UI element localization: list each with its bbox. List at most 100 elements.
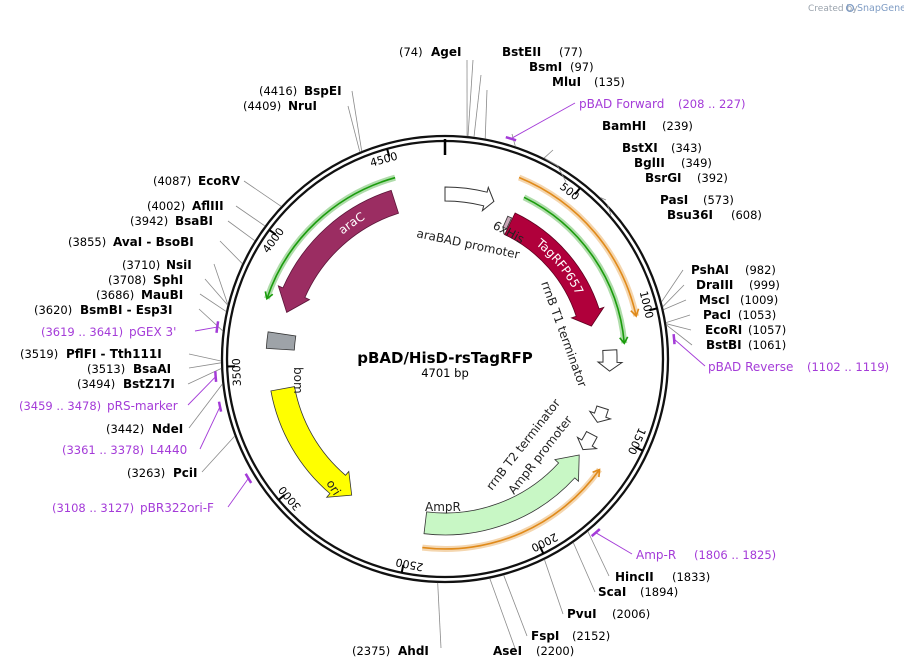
primer-site[interactable] — [244, 473, 253, 484]
feature-TagRFP657[interactable] — [504, 212, 605, 327]
enzyme-name[interactable]: AflIII — [192, 199, 224, 213]
enzyme-name[interactable]: BsmBI - Esp3I — [80, 303, 172, 317]
enzyme-name[interactable]: DraIII — [696, 278, 733, 292]
enzyme-name[interactable]: BsrGI — [645, 171, 682, 185]
primer-name[interactable]: pBR322ori-F — [140, 501, 214, 515]
enzyme-name[interactable]: HincII — [615, 570, 654, 584]
enzyme-pos: (135) — [594, 75, 625, 89]
enzyme-name[interactable]: EcoRV — [198, 174, 241, 188]
feature-AmpR[interactable] — [423, 454, 580, 536]
enzyme-name[interactable]: BstZ17I — [123, 377, 175, 391]
leader-line — [347, 105, 361, 152]
scale-tick — [635, 446, 644, 452]
feature-label-AmpR: AmpR — [425, 500, 461, 514]
leader-line — [587, 531, 610, 577]
enzyme-pos: (3442) — [106, 422, 144, 436]
primer-name[interactable]: pBAD Reverse — [708, 360, 793, 374]
orf-tagrfp-arrowhead — [619, 336, 629, 345]
enzyme-name[interactable]: PshAI — [691, 263, 729, 277]
enzyme-name[interactable]: NdeI — [152, 422, 183, 436]
leader-line — [503, 575, 528, 637]
enzyme-name[interactable]: BsaBI — [175, 214, 213, 228]
enzyme-pos: (3708) — [108, 273, 146, 287]
enzyme-name[interactable]: ScaI — [598, 585, 626, 599]
enzyme-name[interactable]: Bsu36I — [667, 208, 713, 222]
leader-line — [556, 164, 567, 183]
primer-name[interactable]: pRS-marker — [107, 399, 178, 413]
label-leader-lines — [187, 59, 693, 652]
enzyme-name[interactable]: EcoRI — [705, 323, 742, 337]
leader-line — [662, 284, 685, 307]
primer-name[interactable]: pGEX 3' — [129, 325, 176, 339]
orf-tagrfp[interactable] — [523, 196, 626, 344]
enzyme-name[interactable]: MauBI — [141, 288, 183, 302]
leader-line — [201, 435, 235, 473]
orf-upper[interactable] — [518, 176, 637, 317]
backbone-outer — [220, 134, 670, 584]
leader-line — [543, 149, 554, 159]
enzyme-name[interactable]: BamHI — [602, 119, 646, 133]
enzyme-pos: (3710) — [122, 258, 160, 272]
leader-line — [243, 180, 282, 207]
scale-tick — [277, 493, 286, 501]
enzyme-name[interactable]: PflFI - Tth111I — [66, 347, 162, 361]
feature-araBAD-promoter[interactable] — [444, 185, 495, 213]
leader-line — [188, 362, 222, 369]
enzyme-name[interactable]: AseI — [493, 644, 522, 658]
feature-6xHis[interactable] — [502, 215, 513, 230]
enzyme-name[interactable]: BstEII — [502, 45, 541, 59]
enzyme-name[interactable]: BstXI — [622, 141, 658, 155]
enzyme-name[interactable]: PvuI — [567, 607, 597, 621]
primer-leader-line — [595, 532, 633, 555]
primer-leader-line — [187, 376, 217, 406]
leader-line — [600, 197, 607, 201]
leader-line — [544, 559, 564, 615]
enzyme-pos: (3263) — [127, 466, 165, 480]
watermark-app: SnapGene — [857, 3, 904, 14]
enzyme-name[interactable]: PacI — [703, 308, 731, 322]
enzyme-name[interactable]: NsiI — [166, 258, 192, 272]
primer-leader-line — [673, 338, 706, 367]
enzyme-name[interactable]: MscI — [699, 293, 730, 307]
enzyme-name[interactable]: AhdI — [398, 644, 429, 658]
enzyme-name[interactable]: PasI — [660, 193, 688, 207]
enzyme-name[interactable]: BglII — [634, 156, 665, 170]
primer-range: (3459 .. 3478) — [19, 399, 101, 413]
primer-binding-sites — [187, 102, 706, 555]
enzyme-name[interactable]: AgeI — [431, 45, 461, 59]
feature-bom[interactable] — [265, 331, 297, 351]
enzyme-name[interactable]: NruI — [288, 99, 317, 113]
enzyme-pos: (982) — [745, 263, 776, 277]
enzyme-name[interactable]: BsaAI — [133, 362, 171, 376]
primer-name[interactable]: pBAD Forward — [579, 97, 664, 111]
enzyme-name[interactable]: BspEI — [304, 84, 342, 98]
enzyme-name[interactable]: PciI — [173, 466, 198, 480]
primer-range: (1102 .. 1119) — [807, 360, 889, 374]
enzyme-name[interactable]: BsmI — [529, 60, 562, 74]
enzyme-pos: (608) — [731, 208, 762, 222]
leader-line — [437, 582, 442, 649]
primer-name[interactable]: Amp-R — [636, 548, 676, 562]
feature-AmpR-promoter[interactable] — [576, 430, 599, 451]
feature-rrnB-T2-terminator[interactable] — [588, 405, 613, 423]
orf-ampr-arrowhead — [592, 468, 601, 478]
enzyme-name[interactable]: AvaI - BsoBI — [113, 235, 194, 249]
orf-araC[interactable] — [266, 176, 396, 299]
enzyme-name[interactable]: MluI — [552, 75, 581, 89]
enzyme-name[interactable]: SphI — [153, 273, 183, 287]
primer-site[interactable] — [590, 528, 601, 538]
primer-site[interactable] — [217, 401, 223, 412]
feature-rrnB-T1-terminator[interactable] — [596, 349, 624, 372]
enzyme-pos: (239) — [662, 119, 693, 133]
feature-ori[interactable] — [270, 386, 353, 498]
primer-leader-line — [227, 478, 249, 508]
primer-name[interactable]: L4440 — [150, 443, 187, 457]
feature-araC[interactable] — [277, 189, 400, 313]
enzyme-name[interactable]: FspI — [531, 629, 559, 643]
enzyme-name[interactable]: BstBI — [706, 338, 742, 352]
primer-site[interactable] — [215, 321, 220, 333]
scale-tick-label: 1500 — [625, 426, 649, 457]
primer-range: (1806 .. 1825) — [694, 548, 776, 562]
enzyme-pos: (999) — [749, 278, 780, 292]
orf-ampr[interactable] — [422, 469, 601, 550]
